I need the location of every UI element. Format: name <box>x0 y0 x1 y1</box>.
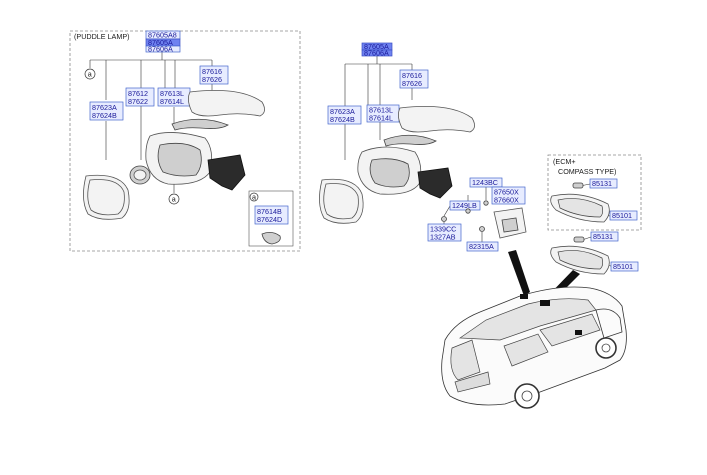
svg-text:a: a <box>172 195 176 204</box>
right-code-87623-l1: 87623A <box>330 107 355 116</box>
right-code-87650-l1: 87650X <box>494 188 519 197</box>
right-bracket <box>493 207 527 239</box>
right-mirror-cover <box>398 106 475 133</box>
right-code-87616-l1: 87616 <box>402 71 422 80</box>
left-code-87623-l1: 87623A <box>92 103 117 112</box>
ecm-mirror <box>550 182 610 223</box>
left-code-87616-l1: 87616 <box>202 67 222 76</box>
left-code-87613-l1: 87613L <box>160 89 184 98</box>
left-code-87612-l2: 87622 <box>128 97 148 106</box>
left-code-87616[interactable]: 87616 87626 <box>199 65 229 85</box>
left-inset-frame <box>248 190 294 247</box>
left-code-87605-l3: 87606A <box>148 45 173 54</box>
right-screws <box>441 200 489 232</box>
ecm-title-line2: COMPASS TYPE) <box>558 167 616 176</box>
right-code-87623[interactable]: 87623A 87624B <box>327 105 362 125</box>
ecm-title-line1: (ECM+ <box>553 157 576 166</box>
left-code-87616-l2: 87626 <box>202 75 222 84</box>
left-code-87612-l1: 87612 <box>128 89 148 98</box>
left-inset-code-l1: 87614B <box>257 207 282 216</box>
left-code-87605[interactable]: 87605A8 87605A 87606A <box>145 31 181 54</box>
left-code-87623[interactable]: 87623A 87624B <box>89 101 124 121</box>
left-inset-code[interactable]: 87614B 87624D <box>254 205 289 225</box>
right-code-87613-l1: 87613L <box>369 106 393 115</box>
right-code-1243-l1: 1243BC <box>472 178 498 187</box>
right-mirror-housing <box>357 146 453 199</box>
right-code-87613-l2: 87614L <box>369 114 393 123</box>
right-code-1339-l2: 1327AB <box>430 233 456 242</box>
left-code-87623-l2: 87624B <box>92 111 117 120</box>
right-code-87605-l1: 87605A <box>364 42 389 51</box>
std-code-85131[interactable]: 85131 <box>590 231 619 242</box>
right-code-1339[interactable]: 1339CC 1327AB <box>427 223 462 242</box>
left-inset-lamp <box>261 232 281 245</box>
right-turn-signal <box>383 134 437 147</box>
right-code-87605[interactable]: 87605A 87606A <box>361 42 393 58</box>
right-code-87650[interactable]: 87650X 87660X <box>491 186 526 205</box>
std-code-85101[interactable]: 85101 <box>610 261 639 272</box>
right-code-1249[interactable]: 1249LB <box>449 200 481 211</box>
right-leader-lines <box>344 56 487 242</box>
ecm-frame <box>547 154 642 231</box>
left-code-87613[interactable]: 87613L 87614L <box>157 87 191 107</box>
left-mirror-cover <box>188 90 265 117</box>
right-code-1243[interactable]: 1243BC <box>469 177 503 188</box>
std-code-85101-l1: 85101 <box>613 262 633 271</box>
ecm-code-85101[interactable]: 85101 <box>609 210 638 221</box>
left-code-87612[interactable]: 87612 87622 <box>125 87 155 107</box>
right-code-87650-l2: 87660X <box>494 196 519 205</box>
ecm-code-85131-l1: 85131 <box>592 179 612 188</box>
left-code-87613-l2: 87614L <box>160 97 184 106</box>
right-code-87616[interactable]: 87616 87626 <box>399 69 429 89</box>
left-callout-a-top: a <box>84 68 96 80</box>
svg-text:a: a <box>88 70 92 79</box>
right-code-82315-l1: 82315A <box>469 242 494 251</box>
right-mirror-glass <box>319 178 364 224</box>
ecm-code-85101-l1: 85101 <box>612 211 632 220</box>
suv-illustration <box>441 286 627 409</box>
right-code-87623-l2: 87624B <box>330 115 355 124</box>
svg-text:a: a <box>252 193 256 202</box>
left-mirror-housing <box>145 132 246 191</box>
left-mirror-glass <box>83 174 130 220</box>
left-inset-callout: a <box>249 193 259 202</box>
left-turn-signal <box>171 118 229 131</box>
puddle-lamp-title: (PUDDLE LAMP) <box>74 32 130 41</box>
right-code-1339-l1: 1339CC <box>430 225 456 234</box>
left-inset-code-l2: 87624D <box>257 215 282 224</box>
right-code-87613[interactable]: 87613L 87614L <box>366 104 400 123</box>
right-code-82315[interactable]: 82315A <box>466 241 499 252</box>
left-callout-a-bottom: a <box>168 193 180 205</box>
left-puddle-lamp <box>129 165 151 185</box>
std-inside-mirror <box>550 236 610 275</box>
puddle-lamp-frame <box>69 30 301 252</box>
right-code-87605-l2: 87606A <box>364 49 389 58</box>
right-code-87616-l2: 87626 <box>402 79 422 88</box>
left-code-87605-l1: 87605A8 <box>148 31 177 40</box>
std-code-85131-l1: 85131 <box>593 232 613 241</box>
ecm-code-85131[interactable]: 85131 <box>589 178 618 189</box>
left-code-87605-l2: 87605A <box>148 38 173 47</box>
right-code-1249-l1: 1249LB <box>452 201 477 210</box>
